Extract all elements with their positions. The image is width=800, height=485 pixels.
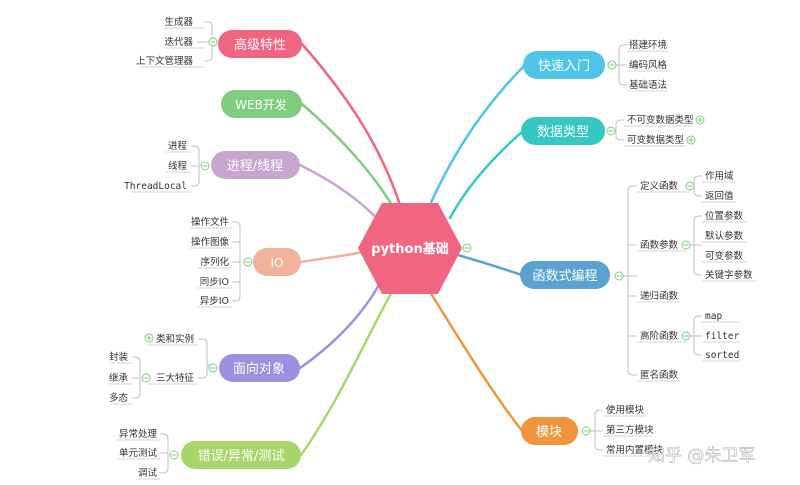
leaf-quickstart-2: 基础语法 <box>629 79 667 91</box>
branch-label-functional: 函数式编程 <box>532 269 597 284</box>
leaf-process-0: 进程 <box>168 141 188 152</box>
leaf-errors-2: 调试 <box>138 467 158 479</box>
connector-functional <box>456 253 524 277</box>
leaf-process-2: ThreadLocal <box>124 181 187 192</box>
collapse-toggle-datatypes[interactable] <box>606 126 616 136</box>
leaf-advanced-2: 上下文管理器 <box>136 55 194 67</box>
collapse-toggle-oop[interactable] <box>208 363 218 373</box>
connector-advanced <box>300 42 402 207</box>
leaf-higher-0: map <box>705 311 722 322</box>
connector-process <box>298 163 382 224</box>
branch-label-errors: 错误/异常/测试 <box>198 449 285 464</box>
collapse-toggle-center[interactable] <box>462 243 472 253</box>
connector-oop <box>298 281 382 370</box>
leaf-define-0: 作用域 <box>705 170 734 182</box>
leaf-params-2: 可变参数 <box>705 250 744 262</box>
leaf-io-4: 异步IO <box>200 296 229 307</box>
expand-toggle-immutable[interactable] <box>695 115 705 125</box>
center-node[interactable] <box>358 203 462 294</box>
branch-node-quickstart[interactable] <box>523 51 605 79</box>
leaf-io-2: 序列化 <box>200 256 229 268</box>
leaf-oop-sub-0: 类和实例 <box>156 333 194 345</box>
node-function-params: 函数参数 <box>640 239 679 251</box>
leaf-io-1: 操作图像 <box>191 236 230 248</box>
collapse-toggle-functional[interactable] <box>614 271 624 281</box>
leaf-define-1: 返回值 <box>705 190 734 202</box>
leaf-advanced-0: 生成器 <box>164 16 193 28</box>
leaf-errors-0: 异常处理 <box>119 428 158 440</box>
leaf-advanced-1: 迭代器 <box>164 36 193 48</box>
leaf-higher-2: sorted <box>705 350 739 361</box>
leaf-process-1: 线程 <box>168 160 188 172</box>
expand-toggle-mutable[interactable] <box>686 135 696 145</box>
leaf-oop-feature-2: 多态 <box>109 392 129 404</box>
leaf-modules-2: 常用内置模块 <box>606 444 664 456</box>
collapse-toggle-oop-features[interactable] <box>141 373 151 383</box>
branch-label-process: 进程/线程 <box>227 159 283 174</box>
branch-node-web[interactable] <box>221 90 302 118</box>
branch-node-io[interactable] <box>253 248 301 276</box>
branch-label-advanced: 高级特性 <box>234 37 286 53</box>
collapse-toggle-io[interactable] <box>243 257 253 267</box>
branch-node-datatypes[interactable] <box>521 117 605 145</box>
expand-toggle-classes[interactable] <box>144 333 154 343</box>
leaf-errors-1: 单元测试 <box>119 447 158 459</box>
collapse-toggle-quickstart[interactable] <box>607 60 617 70</box>
leaf-params-0: 位置参数 <box>705 210 744 222</box>
leaf-quickstart-1: 编码风格 <box>629 59 668 71</box>
node-higher-order: 高阶函数 <box>640 330 679 342</box>
collapse-toggle-higher[interactable] <box>681 331 691 341</box>
leaf-params-3: 关键字参数 <box>705 269 753 281</box>
leaf-modules-0: 使用模块 <box>606 404 645 416</box>
collapse-toggle-define[interactable] <box>685 181 695 191</box>
leaf-higher-1: filter <box>705 331 740 342</box>
branch-label-oop: 面向对象 <box>233 361 285 377</box>
collapse-toggle-errors[interactable] <box>169 450 179 460</box>
center-label: python基础 <box>371 241 448 257</box>
branch-node-oop[interactable] <box>219 354 300 382</box>
branch-node-modules[interactable] <box>521 417 578 445</box>
leaf-oop-feature-0: 封装 <box>109 351 129 363</box>
collapse-toggle-modules[interactable] <box>581 426 591 436</box>
connector-web <box>300 102 397 212</box>
collapse-toggle-process[interactable] <box>200 161 210 171</box>
leaf-datatypes-0: 不可变数据类型 <box>627 114 694 126</box>
leaf-io-3: 同步IO <box>200 277 229 288</box>
leaf-modules-1: 第三方模块 <box>606 424 654 436</box>
branch-node-functional[interactable] <box>520 261 610 289</box>
connector-errors <box>299 290 394 457</box>
collapse-toggle-advanced[interactable] <box>208 37 218 47</box>
leaf-params-1: 默认参数 <box>705 230 744 242</box>
leaf-oop-feature-1: 继承 <box>109 372 129 384</box>
branch-node-process[interactable] <box>211 151 300 179</box>
connector-io <box>299 250 364 264</box>
node-recursion: 递归函数 <box>640 290 679 302</box>
node-define-functions: 定义函数 <box>640 180 679 192</box>
connector-quickstart <box>428 63 527 207</box>
collapse-toggle-params[interactable] <box>681 240 691 250</box>
leaf-quickstart-0: 搭建环境 <box>629 39 668 51</box>
branch-label-datatypes: 数据类型 <box>537 125 589 140</box>
leaf-datatypes-1: 可变数据类型 <box>627 134 685 146</box>
connector-modules <box>428 290 525 434</box>
connector-datatypes <box>448 129 525 220</box>
leaf-io-0: 操作文件 <box>191 216 230 228</box>
node-anonymous: 匿名函数 <box>640 369 679 381</box>
watermark: 知乎 @朱卫军 <box>648 446 755 466</box>
branch-label-modules: 模块 <box>536 425 562 440</box>
branch-label-web: WEB开发 <box>235 97 287 112</box>
branch-label-io: IO <box>271 256 284 270</box>
branch-node-errors[interactable] <box>181 441 301 469</box>
branch-label-quickstart: 快速入门 <box>538 59 590 74</box>
leaf-oop-sub-1: 三大特征 <box>156 372 195 384</box>
branch-node-advanced[interactable] <box>218 30 302 58</box>
